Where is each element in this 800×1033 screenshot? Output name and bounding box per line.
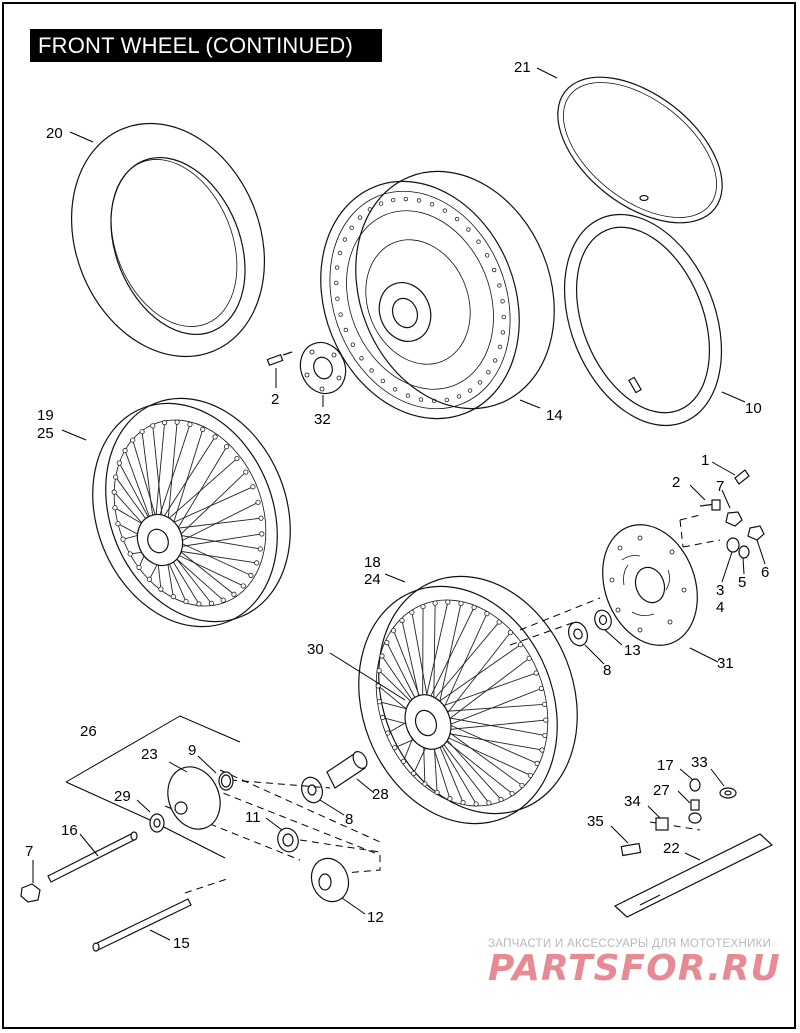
axle-sleeve-28	[326, 751, 368, 789]
callout-5: 5	[738, 574, 746, 591]
callout-7: 7	[716, 478, 724, 495]
spacer-29	[149, 813, 165, 833]
spacer-13	[594, 609, 612, 631]
callout-17: 17	[657, 757, 674, 774]
callout-32: 32	[314, 411, 331, 428]
callout-2: 2	[271, 391, 279, 408]
rotor-hardware	[699, 469, 765, 559]
callout-30: 30	[307, 641, 324, 658]
tool-22	[613, 833, 774, 918]
spacer-plate-32	[299, 341, 347, 395]
callout-20: 20	[46, 125, 63, 142]
callout-34: 34	[624, 793, 641, 810]
callout-7-left: 7	[25, 843, 33, 860]
nut-7-left	[20, 883, 41, 903]
inner-tube-10	[563, 213, 723, 427]
callout-24: 24	[364, 571, 381, 588]
cap-17	[689, 778, 701, 792]
bearing-8-right	[567, 621, 589, 647]
cone-spacer-12	[310, 857, 350, 903]
disc-wheel-14	[320, 170, 555, 420]
callout-12: 12	[367, 909, 384, 926]
axle-15	[92, 898, 192, 952]
brake-rotor-31	[602, 524, 698, 646]
retaining-ring-9	[218, 771, 234, 791]
spacer-11	[277, 827, 299, 853]
axle-16	[47, 831, 138, 883]
callout-27: 27	[653, 782, 670, 799]
callout-22: 22	[663, 840, 680, 857]
callout-19: 19	[37, 407, 54, 424]
callout-8-left: 8	[345, 811, 353, 828]
nut-33	[719, 787, 737, 799]
rim-band-21	[557, 76, 723, 224]
callout-9: 9	[188, 742, 196, 759]
bearing-8-left	[301, 776, 323, 804]
callout-14: 14	[546, 407, 563, 424]
callout-15: 15	[173, 935, 190, 952]
callout-31: 31	[717, 655, 734, 672]
callout-11: 11	[245, 809, 261, 826]
callout-18: 18	[364, 554, 381, 571]
callout-25: 25	[37, 425, 54, 442]
callout-13: 13	[624, 642, 641, 659]
callout-23: 23	[141, 746, 158, 763]
watermark-brand: PARTSFOR.RU	[488, 948, 781, 989]
callout-26: 26	[80, 723, 97, 740]
callout-2-rotor: 2	[672, 474, 680, 491]
callout-8-right: 8	[603, 662, 611, 679]
callout-16: 16	[61, 822, 78, 839]
callout-35: 35	[587, 813, 604, 830]
weight-35	[620, 842, 642, 857]
callout-33: 33	[691, 754, 708, 771]
callout-3: 3	[716, 582, 724, 599]
valve-27	[688, 799, 702, 824]
spoke-wheel-18-24	[358, 575, 578, 825]
callout-29: 29	[114, 788, 131, 805]
callout-4: 4	[716, 599, 724, 616]
leader-lines	[32, 67, 766, 941]
screw-2-upper	[266, 351, 293, 366]
cover-23	[167, 766, 221, 830]
callout-10: 10	[745, 400, 762, 417]
page-title: FRONT WHEEL (CONTINUED)	[30, 29, 382, 62]
callout-28: 28	[372, 786, 389, 803]
nut-34	[655, 817, 669, 831]
callout-21: 21	[514, 59, 531, 76]
callout-6: 6	[761, 564, 769, 581]
tire-20	[70, 122, 266, 358]
watermark-tagline: ЗАПЧАСТИ И АКСЕССУАРЫ ДЛЯ МОТОТЕХНИКИ	[488, 938, 772, 950]
callout-labels: 20 21 2 32 14 10 19 25 1 2 7 3 4 5 6 18 …	[25, 59, 769, 952]
spoke-wheel-19-25	[92, 397, 291, 628]
callout-1: 1	[701, 452, 709, 469]
